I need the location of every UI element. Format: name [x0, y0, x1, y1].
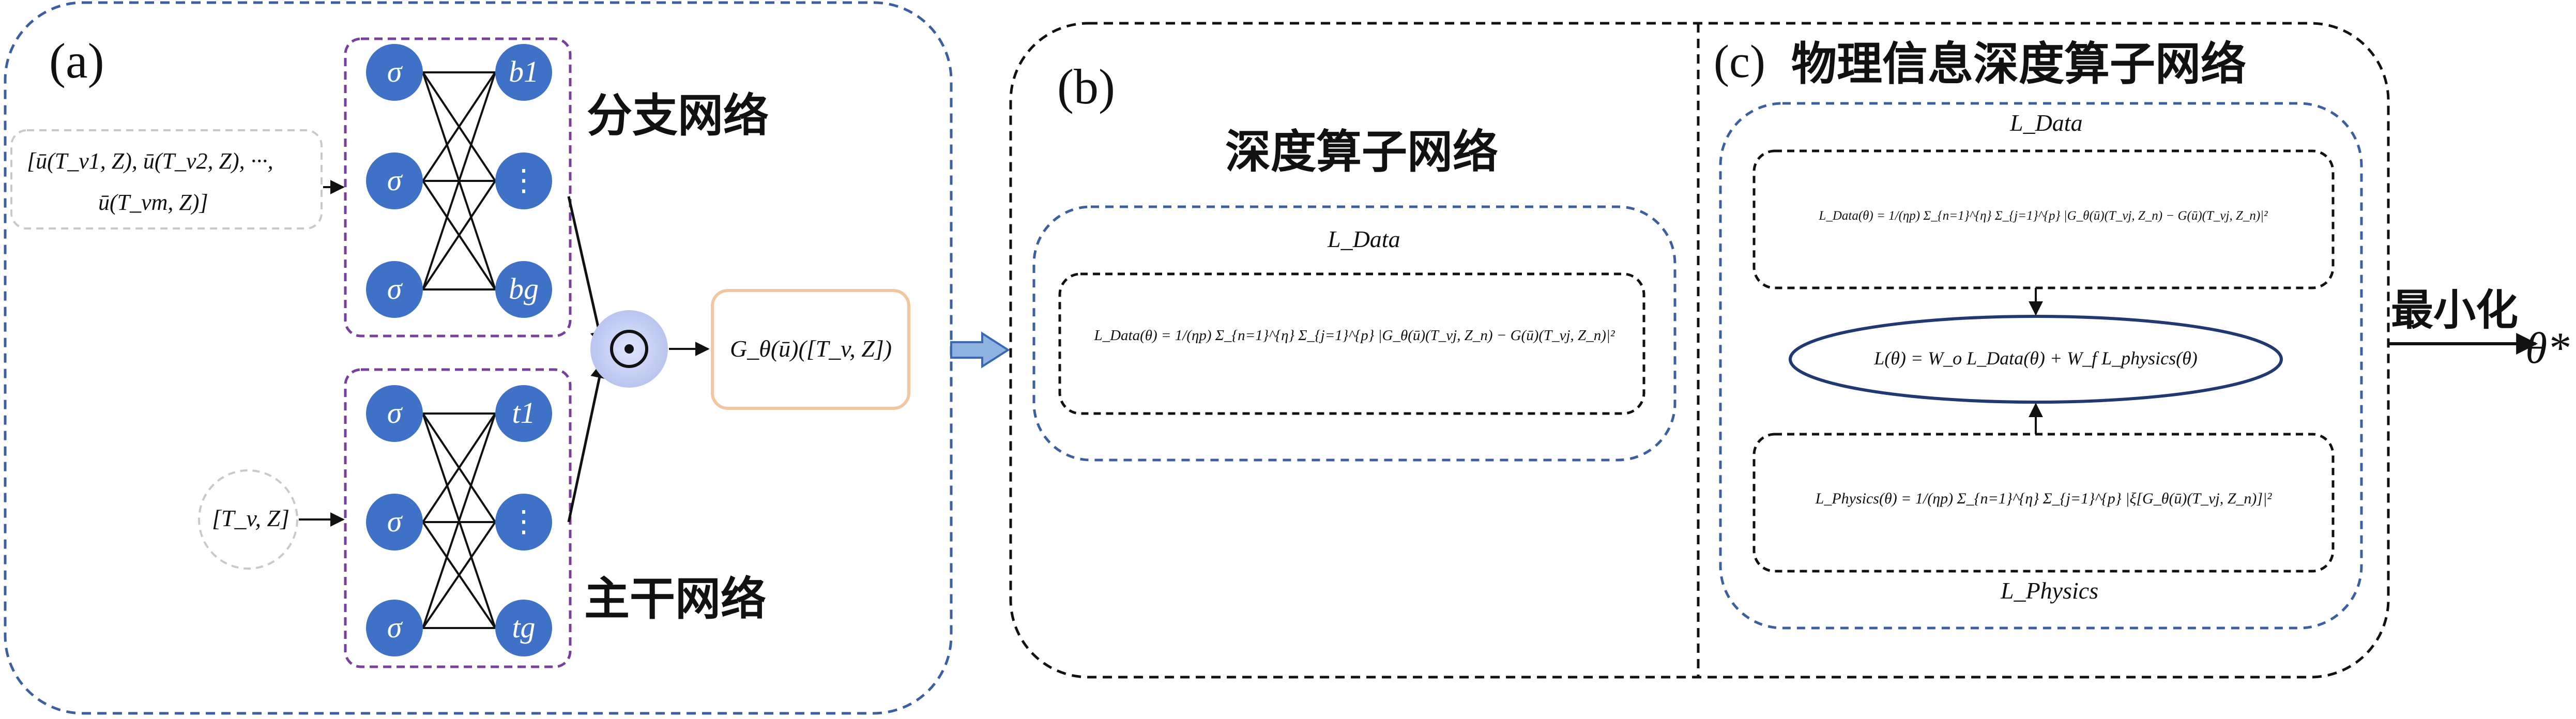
- combine-circle: [610, 330, 648, 368]
- trunk-to-combine-arrow: [567, 360, 608, 523]
- trunk-activation-node-2-label: σ: [387, 504, 403, 538]
- branch-to-combine-arrow: [567, 196, 608, 349]
- panel-c-label: (c): [1714, 36, 1765, 87]
- branch-net-title: 分支网络: [587, 89, 769, 142]
- output-box: [711, 289, 910, 410]
- branch-output-node-2-circle: [495, 152, 552, 209]
- trunk-output-node-2-label: ⋮: [509, 504, 539, 538]
- panel-a-to-b-arrow: [950, 331, 1010, 369]
- branch-output-node-3-circle: [495, 261, 552, 318]
- branch-activation-node-1-label: σ: [387, 55, 403, 88]
- minimize-result: θ*: [2525, 323, 2570, 373]
- trunk-output-node-3-label: tg: [512, 610, 535, 644]
- output-label: G_θ(ū)([T_v, Z]): [730, 335, 892, 362]
- c-lphysics-formula-box: [1752, 433, 2335, 573]
- trunk-output-node-1-label: t1: [512, 396, 535, 430]
- network-nodes: σ σ σ σ σ σ b1 ⋮ bg t1 ⋮ tg: [366, 44, 552, 656]
- b-ldata-formula: L_Data(θ) = 1/(ηp) Σ_{n=1}^{η} Σ_{j=1}^{…: [1094, 327, 1615, 344]
- panel-c-title: 物理信息深度算子网络: [1791, 37, 2247, 90]
- c-outer-box: [1719, 102, 2363, 630]
- branch-input-line1: [ū(T_v1, Z), ū(T_v2, Z), ···,: [27, 148, 273, 174]
- branch-activation-node-2-circle: [366, 152, 423, 209]
- trunk-output-node-2-circle: [495, 494, 552, 550]
- trunk-activation-node-2-circle: [366, 494, 423, 550]
- branch-output-node-1-label: b1: [509, 55, 539, 88]
- branch-activation-node-1-circle: [366, 44, 423, 101]
- branch-activation-node-3-circle: [366, 261, 423, 318]
- c-lphysics-label: L_Physics: [2001, 577, 2099, 604]
- panel-a-label: (a): [49, 33, 104, 88]
- branch-activation-node-2-label: σ: [387, 163, 403, 197]
- c-ldata-formula-box: [1752, 149, 2335, 289]
- panel-b-title: 深度算子网络: [1225, 125, 1499, 178]
- trunk-input-circle: [198, 469, 298, 570]
- trunk-connections: [422, 412, 496, 629]
- trunk-activation-node-1-label: σ: [387, 396, 403, 430]
- minimize-label: 最小化: [2391, 286, 2519, 335]
- branch-output-node-1-circle: [495, 44, 552, 101]
- combine-dot: [624, 344, 634, 354]
- trunk-output-node-3-circle: [495, 600, 552, 656]
- c-total-loss-ellipse: [1789, 315, 2283, 404]
- c-ldata-formula: L_Data(θ) = 1/(ηp) Σ_{n=1}^{η} Σ_{j=1}^{…: [1819, 209, 2268, 223]
- c-lphysics-formula: L_Physics(θ) = 1/(ηp) Σ_{n=1}^{η} Σ_{j=1…: [1815, 490, 2272, 507]
- panel-a-frame: [4, 1, 953, 715]
- branch-activation-node-3-label: σ: [387, 272, 403, 305]
- c-total-loss-formula: L(θ) = W_o L_Data(θ) + W_f L_physics(θ): [1874, 348, 2198, 369]
- b-ldata-label: L_Data: [1328, 226, 1400, 252]
- trunk-input-label: [T_v, Z]: [212, 505, 289, 531]
- trunk-activation-node-1-circle: [366, 385, 423, 442]
- trunk-output-node-1-circle: [495, 385, 552, 442]
- b-ldata-formula-box: [1058, 272, 1645, 415]
- c-ldata-label: L_Data: [2010, 110, 2083, 136]
- branch-input-box: [10, 129, 323, 230]
- trunk-activation-node-3-label: σ: [387, 610, 403, 644]
- trunk-net-title: 主干网络: [584, 572, 767, 625]
- branch-output-node-2-label: ⋮: [509, 163, 539, 197]
- panel-b-label: (b): [1057, 59, 1115, 114]
- b-ldata-outer-box: [1032, 205, 1676, 462]
- branch-input-line2: ū(T_vm, Z)]: [98, 190, 208, 215]
- branch-net-box: [344, 37, 572, 338]
- branch-connections: [422, 71, 496, 290]
- branch-output-node-3-label: bg: [509, 272, 539, 305]
- trunk-activation-node-3-circle: [366, 600, 423, 656]
